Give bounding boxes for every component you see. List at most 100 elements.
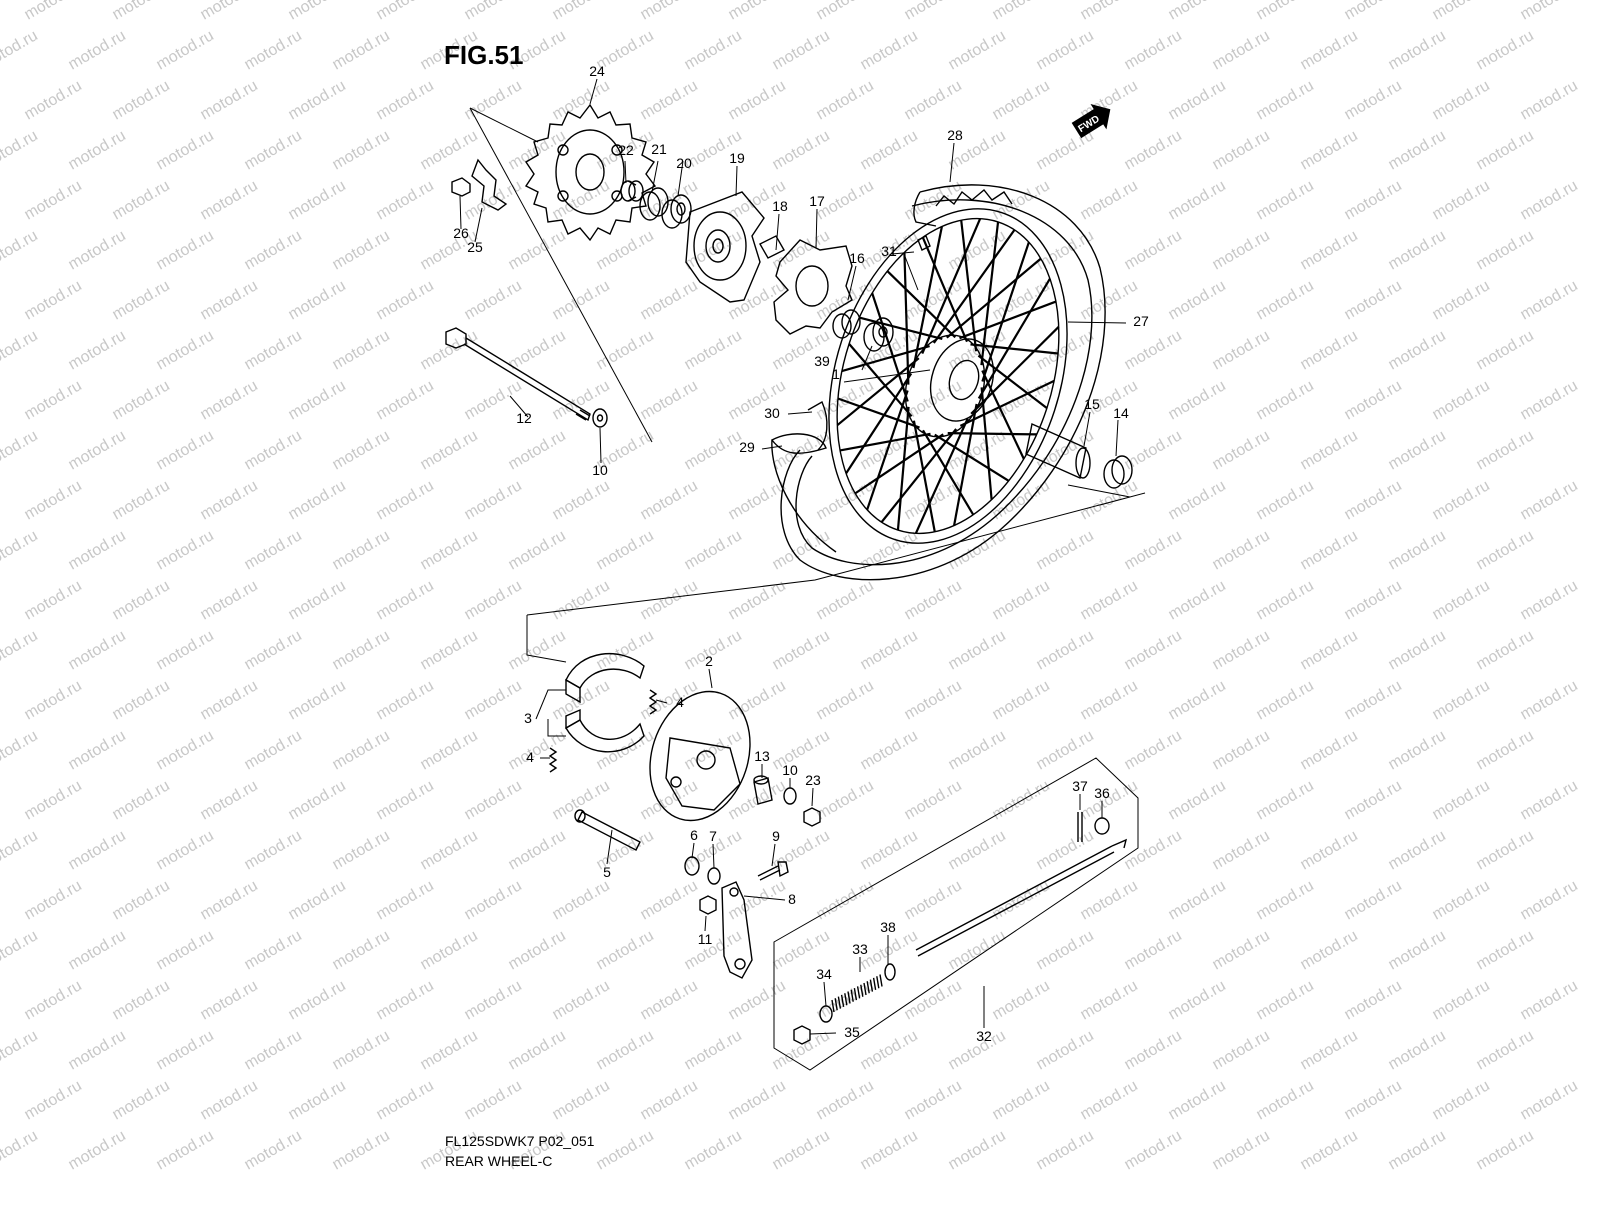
watermark-text: motod.ru	[22, 677, 85, 723]
part-number-label: 28	[947, 127, 963, 143]
watermark-text: motod.ru	[1386, 827, 1449, 873]
watermark-text: motod.ru	[1386, 1127, 1449, 1173]
watermark-text: motod.ru	[638, 77, 701, 123]
wheel-hub	[904, 334, 995, 438]
part-number-label: 4	[526, 749, 534, 765]
part-number-label: 37	[1072, 778, 1088, 794]
watermark-text: motod.ru	[814, 0, 877, 23]
watermark-text: motod.ru	[1342, 877, 1405, 923]
watermark-text: motod.ru	[110, 877, 173, 923]
watermark-text: motod.ru	[462, 1077, 525, 1123]
watermark-text: motod.ru	[110, 1077, 173, 1123]
watermark-text: motod.ru	[0, 1027, 41, 1073]
watermark-text: motod.ru	[22, 777, 85, 823]
watermark-text: motod.ru	[682, 227, 745, 273]
part-number-label: 18	[772, 198, 788, 214]
watermark-text: motod.ru	[330, 127, 393, 173]
watermark-text: motod.ru	[814, 1077, 877, 1123]
watermark-text: motod.ru	[110, 77, 173, 123]
watermark-text: motod.ru	[286, 0, 349, 23]
part-number-label: 17	[809, 193, 825, 209]
watermark-text: motod.ru	[506, 227, 569, 273]
watermark-text: motod.ru	[1386, 327, 1449, 373]
panel-washer	[783, 787, 797, 805]
watermark-text: motod.ru	[902, 877, 965, 923]
axle-washer	[592, 408, 608, 428]
watermark-text: motod.ru	[1386, 227, 1449, 273]
watermark-text: motod.ru	[1386, 627, 1449, 673]
watermark-text: motod.ru	[1254, 77, 1317, 123]
cush-damper	[773, 239, 853, 335]
watermark-text: motod.ru	[726, 1077, 789, 1123]
panel-spacer	[753, 775, 773, 805]
watermark-text: motod.ru	[770, 1027, 833, 1073]
watermark-text: motod.ru	[1474, 327, 1537, 373]
watermark-text: motod.ru	[858, 27, 921, 73]
watermark-text: motod.ru	[1430, 777, 1493, 823]
watermark-text: motod.ru	[1210, 827, 1273, 873]
watermark-text: motod.ru	[1474, 627, 1537, 673]
watermark-text: motod.ru	[1474, 427, 1537, 473]
watermark-text: motod.ru	[374, 77, 437, 123]
watermark-text: motod.ru	[1386, 527, 1449, 573]
watermark-text: motod.ru	[990, 877, 1053, 923]
watermark-text: motod.ru	[22, 977, 85, 1023]
watermark-text: motod.ru	[1254, 477, 1317, 523]
watermark-text: motod.ru	[110, 177, 173, 223]
watermark-text: motod.ru	[154, 1027, 217, 1073]
brake-rod	[915, 838, 1128, 957]
part-number-label: 8	[788, 891, 796, 907]
watermark-text: motod.ru	[462, 0, 525, 23]
watermark-text: motod.ru	[1254, 177, 1317, 223]
part-number-label: 2	[705, 653, 713, 669]
watermark-text: motod.ru	[1078, 277, 1141, 323]
watermark-text: motod.ru	[66, 1127, 129, 1173]
watermark-text: motod.ru	[286, 77, 349, 123]
watermark-text: motod.ru	[1386, 727, 1449, 773]
watermark-text: motod.ru	[1518, 177, 1581, 223]
part-number-label: 25	[467, 239, 483, 255]
part-number-label: 36	[1094, 785, 1110, 801]
watermark-text: motod.ru	[550, 777, 613, 823]
watermark-text: motod.ru	[1474, 727, 1537, 773]
watermark-text: motod.ru	[418, 127, 481, 173]
lever-nut	[699, 895, 717, 915]
spoke	[921, 236, 969, 343]
watermark-text: motod.ru	[1518, 77, 1581, 123]
watermark-text: motod.ru	[814, 677, 877, 723]
part-number-label: 38	[880, 919, 896, 935]
watermark-text: motod.ru	[286, 977, 349, 1023]
watermark-text: motod.ru	[462, 677, 525, 723]
sprocket-nut	[451, 177, 471, 197]
watermark-text: motod.ru	[1518, 477, 1581, 523]
spoke	[848, 343, 913, 418]
watermark-text: motod.ru	[0, 827, 41, 873]
watermark-text: motod.ru	[1474, 527, 1537, 573]
watermark-text: motod.ru	[1166, 877, 1229, 923]
watermark-text: motod.ru	[1078, 0, 1141, 23]
figure-name: REAR WHEEL-C	[445, 1153, 553, 1169]
part-number-label: 3	[524, 710, 532, 726]
watermark-text: motod.ru	[110, 377, 173, 423]
watermark-text: motod.ru	[0, 227, 41, 273]
watermark-text: motod.ru	[22, 1077, 85, 1123]
watermark-text: motod.ru	[1474, 1027, 1537, 1073]
watermark-text: motod.ru	[1342, 377, 1405, 423]
watermark-text: motod.ru	[374, 777, 437, 823]
watermark-text: motod.ru	[1386, 427, 1449, 473]
watermark-text: motod.ru	[682, 1127, 745, 1173]
watermark-text: motod.ru	[242, 527, 305, 573]
watermark-text: motod.ru	[330, 227, 393, 273]
watermark-text: motod.ru	[682, 627, 745, 673]
watermark-text: motod.ru	[462, 277, 525, 323]
watermark-text: motod.ru	[198, 877, 261, 923]
part-number-label: 33	[852, 941, 868, 957]
watermark-text: motod.ru	[462, 77, 525, 123]
watermark-text: motod.ru	[638, 877, 701, 923]
spoke	[912, 226, 943, 369]
brake-shoe-upper	[565, 653, 645, 704]
spoke	[959, 300, 1057, 340]
watermark-text: motod.ru	[198, 477, 261, 523]
watermark-text: motod.ru	[330, 27, 393, 73]
watermark-text: motod.ru	[682, 327, 745, 373]
